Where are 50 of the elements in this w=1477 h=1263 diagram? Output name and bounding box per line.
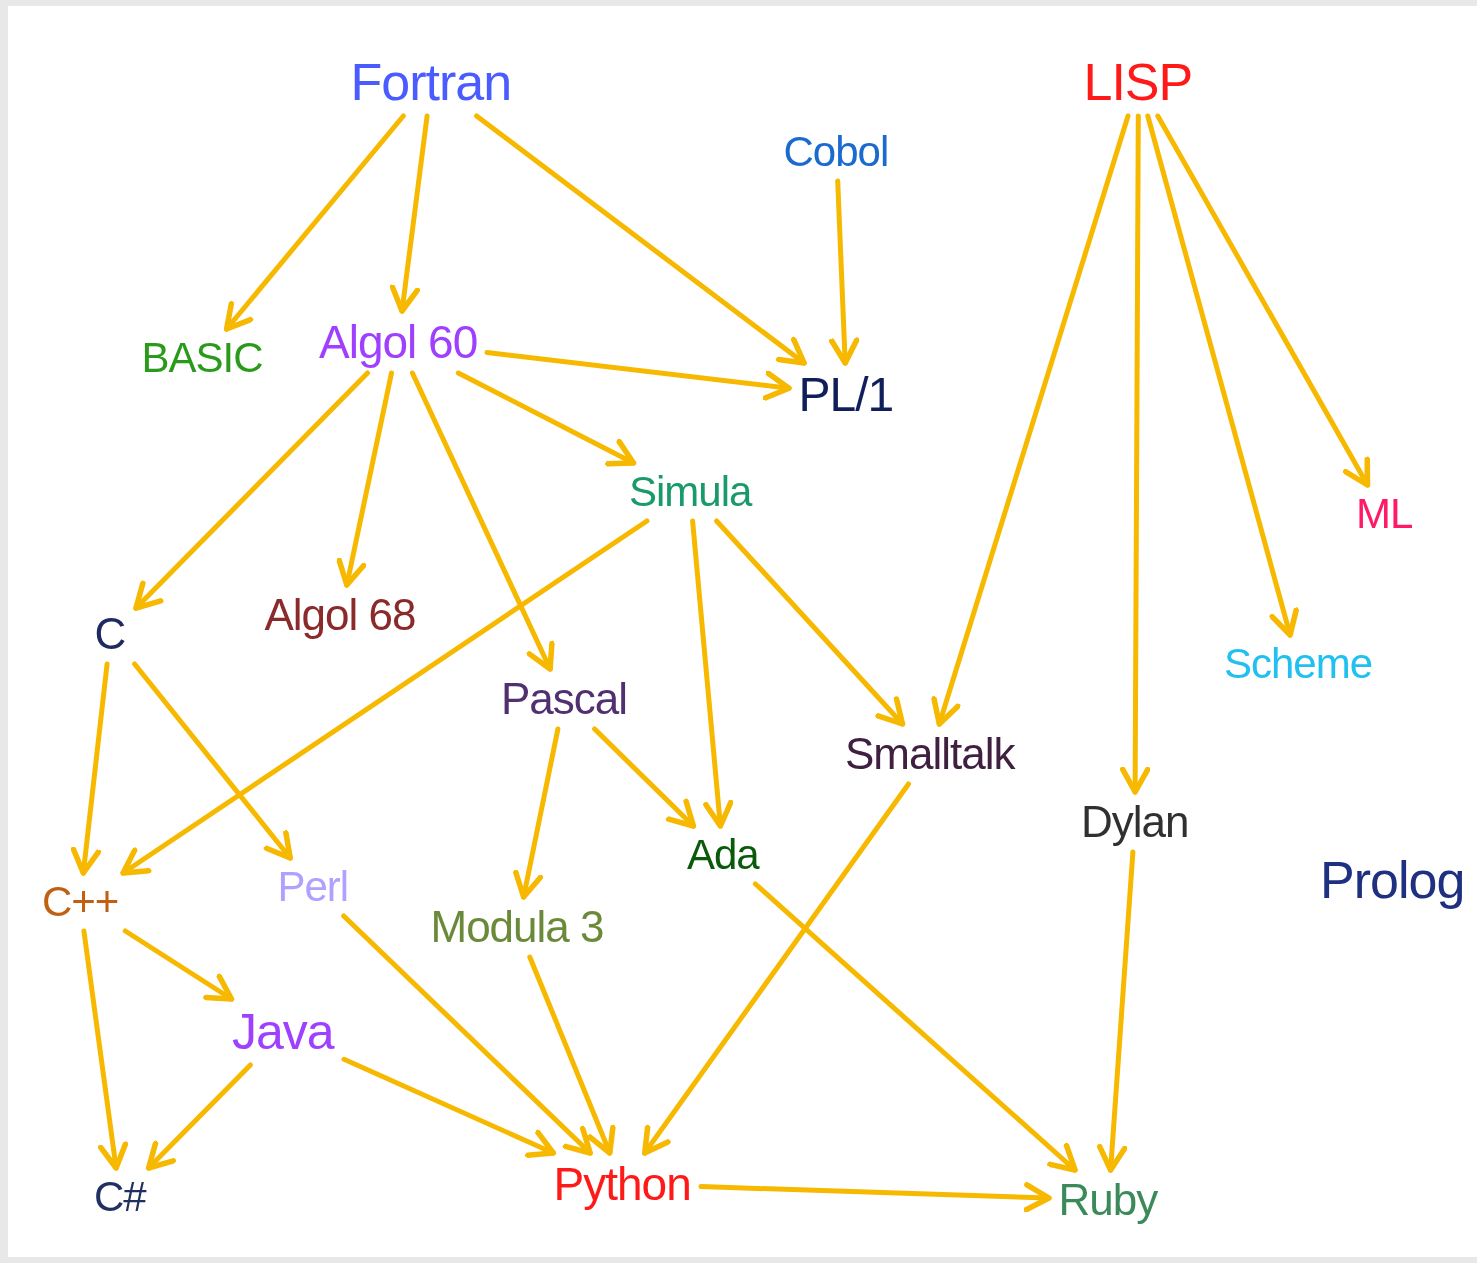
language-label: Ruby <box>1056 1178 1160 1222</box>
language-label: C <box>92 612 128 656</box>
language-label: PL/1 <box>796 371 896 419</box>
arrow <box>341 1056 557 1158</box>
language-label: Scheme <box>1222 643 1375 685</box>
arrow <box>513 726 561 900</box>
arrow <box>70 661 110 876</box>
arrow <box>409 370 555 672</box>
arrow <box>133 370 370 611</box>
arrow <box>931 113 1131 727</box>
language-label: Simula <box>627 471 754 513</box>
arrow <box>81 928 129 1171</box>
arrow <box>120 518 650 876</box>
language-label: LISP <box>1081 56 1195 108</box>
arrow <box>641 781 911 1156</box>
arrow <box>341 913 593 1156</box>
arrow <box>122 928 235 1002</box>
arrow <box>690 518 734 829</box>
arrow <box>714 518 906 727</box>
arrow <box>752 881 1078 1173</box>
language-label: ML <box>1354 493 1415 535</box>
arrow <box>336 370 394 588</box>
language-label: C# <box>92 1176 148 1218</box>
arrow <box>455 370 637 467</box>
arrow <box>484 350 792 401</box>
language-label: Pascal <box>499 677 630 721</box>
language-label: C++ <box>40 881 121 923</box>
language-label: Cobol <box>781 131 891 173</box>
arrow <box>1096 849 1136 1173</box>
arrow <box>1119 113 1151 795</box>
arrow <box>1145 113 1299 638</box>
arrow <box>698 1182 1052 1213</box>
language-label: Dylan <box>1079 800 1191 844</box>
arrow <box>223 113 406 332</box>
arrow <box>1155 113 1371 488</box>
arrow <box>389 113 430 314</box>
arrow <box>145 1062 253 1171</box>
arrow <box>592 726 697 829</box>
arrow <box>527 954 616 1156</box>
language-label: Smalltalk <box>843 732 1017 776</box>
arrow <box>132 661 293 861</box>
language-label: Java <box>230 1007 336 1057</box>
language-label: Perl <box>275 866 351 908</box>
language-label: Fortran <box>348 56 514 108</box>
arrow <box>829 178 860 366</box>
language-label: Ada <box>685 834 761 876</box>
language-label: BASIC <box>139 337 265 379</box>
language-label: Modula 3 <box>428 905 606 949</box>
language-label: Algol 68 <box>262 593 418 637</box>
arrow <box>474 113 807 366</box>
